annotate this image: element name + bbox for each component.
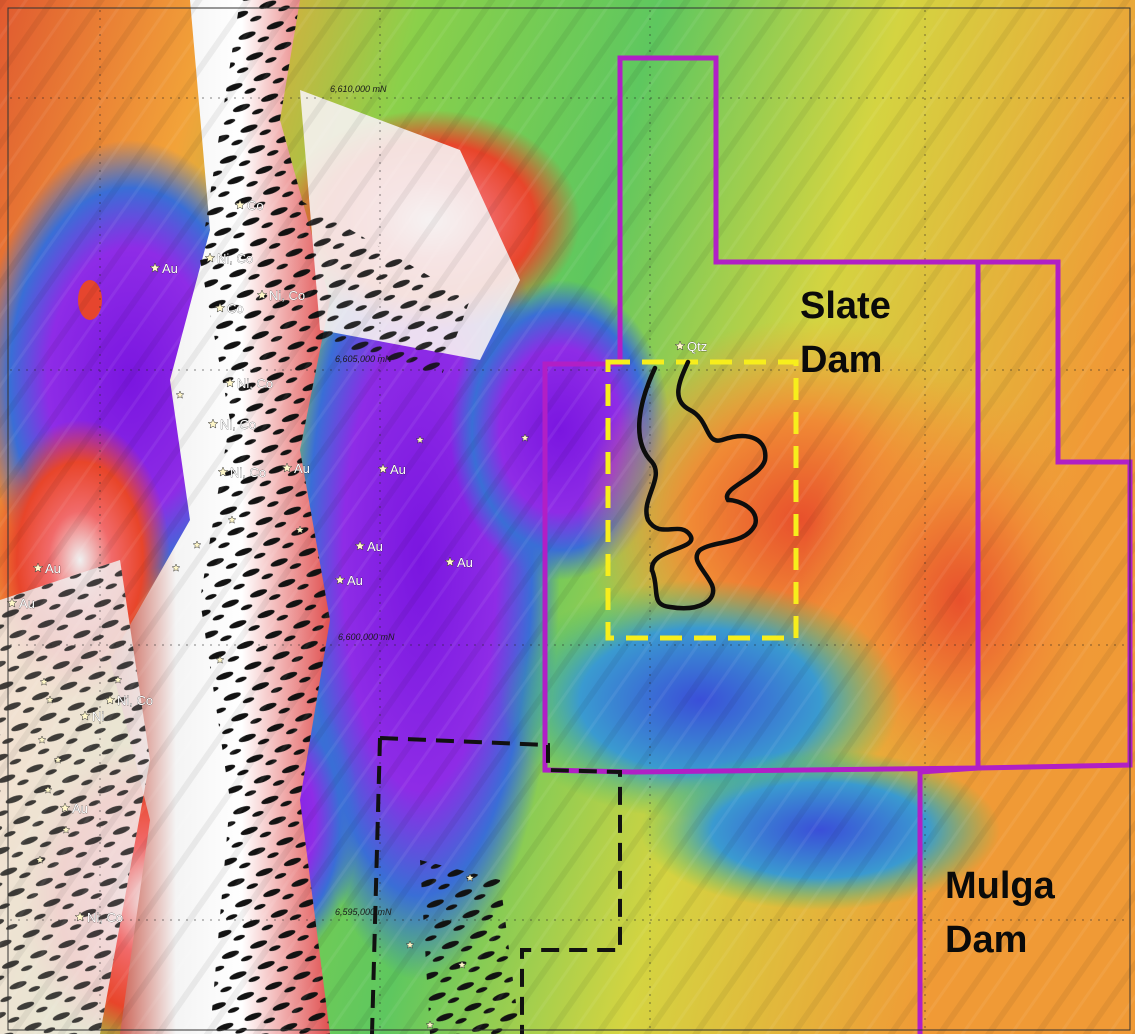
- star-icon: [192, 540, 202, 549]
- occurrence-label: Au: [457, 555, 473, 570]
- grid-labels: 6,610,000 mN 6,605,000 mN 6,600,000 mN 6…: [330, 84, 395, 917]
- occurrence-marker[interactable]: Ni, Co: [207, 417, 256, 432]
- occurrence-marker[interactable]: Ni, Co: [74, 910, 123, 925]
- star-icon: [53, 755, 63, 764]
- region-label-mulga-dam: Mulga Dam: [945, 865, 1056, 961]
- occurrence-label: Au: [367, 539, 383, 554]
- star-icon: [149, 262, 161, 273]
- star-icon: [171, 563, 181, 572]
- occurrence-label: Au: [45, 561, 61, 576]
- occurrence-label: Au: [347, 573, 363, 588]
- region-name-line2: Dam: [800, 339, 882, 381]
- star-icon: [175, 390, 185, 399]
- occurrence-label: Ni, Co: [87, 910, 123, 925]
- occurrence-marker[interactable]: Ni, Co: [204, 251, 253, 266]
- occurrence-label: Ni, Co: [220, 417, 256, 432]
- occurrence-marker[interactable]: Au: [149, 261, 178, 276]
- star-icon: [256, 289, 268, 300]
- star-icon: [674, 340, 686, 351]
- star-icon: [43, 785, 53, 794]
- star-icon: [204, 252, 216, 263]
- star-icon: [79, 710, 91, 721]
- occurrence-label: Ni, Co: [237, 376, 273, 391]
- star-icon: [295, 525, 305, 534]
- occurrence-marker[interactable]: Au: [334, 573, 363, 588]
- star-icon: [520, 433, 530, 442]
- occurrence-label: Au: [390, 462, 406, 477]
- slate-dam-tenement-boundary[interactable]: [542, 55, 981, 775]
- star-icon: [215, 655, 225, 664]
- grid-label-northing: 6,600,000 mN: [338, 632, 395, 642]
- star-icon: [74, 911, 86, 922]
- occurrence-marker[interactable]: Ni, Co: [256, 288, 305, 303]
- occurrence-marker[interactable]: Au: [444, 555, 473, 570]
- occurrence-marker[interactable]: Ni, Co: [217, 465, 266, 480]
- star-icon: [59, 802, 71, 813]
- region-name-line1: Mulga: [945, 865, 1056, 907]
- coordinate-grid: [10, 10, 1130, 1030]
- occurrence-label: Ni, Co: [217, 251, 253, 266]
- occurrence-marker[interactable]: Ni, Co: [224, 376, 273, 391]
- star-icon: [45, 695, 55, 704]
- occurrence-label: Ni, Co: [230, 465, 266, 480]
- star-icon: [415, 435, 425, 444]
- star-icon: [377, 463, 389, 474]
- star-icon: [61, 825, 71, 834]
- star-icon: [465, 873, 475, 882]
- occurrence-label: Au: [19, 596, 35, 611]
- occurrence-label: Au: [72, 801, 88, 816]
- occurrence-marker[interactable]: Ni: [79, 709, 105, 724]
- occurrence-label: Ni, Co: [269, 288, 305, 303]
- region-name-line1: Slate: [800, 285, 891, 327]
- star-icon: [207, 418, 219, 429]
- occurrence-marker[interactable]: Au: [6, 596, 35, 611]
- star-icon: [214, 302, 226, 313]
- occurrence-label: Au: [294, 461, 310, 476]
- grid-label-northing: 6,595,000 mN: [335, 907, 392, 917]
- anomaly-outline[interactable]: [637, 359, 768, 611]
- occurrence-label: Co: [227, 301, 244, 316]
- grid-label-northing: 6,610,000 mN: [330, 84, 387, 94]
- occurrence-marker[interactable]: Au: [281, 461, 310, 476]
- star-icon: [113, 675, 123, 684]
- star-icon: [281, 462, 293, 473]
- occurrence-label: Co: [247, 198, 264, 213]
- star-icon: [334, 574, 346, 585]
- star-icon: [444, 556, 456, 567]
- region-name-line2: Dam: [945, 919, 1027, 961]
- occurrence-marker[interactable]: Au: [354, 539, 383, 554]
- star-icon: [405, 940, 415, 949]
- star-icon: [224, 377, 236, 388]
- grid-label-northing: 6,605,000 mN: [335, 354, 392, 364]
- occurrence-label: Ni, Co: [117, 693, 153, 708]
- star-icon: [234, 199, 246, 210]
- occurrence-marker[interactable]: Au: [59, 801, 88, 816]
- star-icon: [217, 466, 229, 477]
- star-icon: [37, 735, 47, 744]
- occurrence-marker[interactable]: Qtz: [674, 339, 707, 354]
- map-frame: [7, 7, 1131, 1031]
- occurrence-marker[interactable]: Ni, Co: [104, 693, 153, 708]
- star-icon: [32, 562, 44, 573]
- target-area-outline[interactable]: [605, 359, 799, 641]
- occurrence-label: Ni: [92, 709, 104, 724]
- star-icon: [354, 540, 366, 551]
- star-icon: [227, 515, 237, 524]
- region-label-slate-dam: Slate Dam: [800, 285, 891, 381]
- occurrence-label: Au: [162, 261, 178, 276]
- occurrence-marker[interactable]: Au: [377, 462, 406, 477]
- star-icon: [104, 694, 116, 705]
- occurrence-label: Qtz: [687, 339, 707, 354]
- star-icon: [39, 677, 49, 686]
- occurrence-marker[interactable]: Au: [32, 561, 61, 576]
- occurrence-marker[interactable]: Co: [234, 198, 264, 213]
- star-icon: [457, 960, 467, 969]
- historic-drill-area-outline[interactable]: [370, 736, 622, 1034]
- occurrence-marker[interactable]: Co: [214, 301, 244, 316]
- star-icon: [425, 1020, 435, 1029]
- star-icon: [35, 855, 45, 864]
